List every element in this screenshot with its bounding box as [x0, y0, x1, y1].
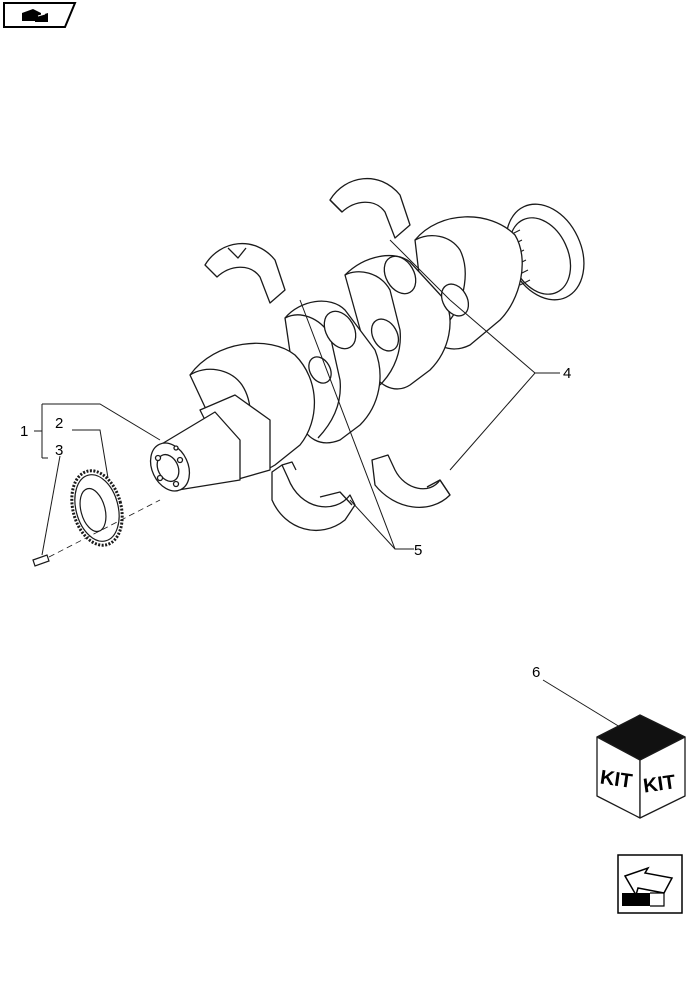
callout-3: 3: [55, 442, 63, 459]
return-button[interactable]: [617, 854, 683, 914]
timing-gear: [70, 469, 124, 547]
kit-label-right: KIT: [642, 771, 677, 797]
callout-2: 2: [55, 415, 63, 432]
header-badge[interactable]: [3, 2, 77, 28]
callout-4: 4: [563, 365, 571, 382]
crankshaft: [149, 203, 585, 492]
book-icon: [22, 9, 48, 22]
dowel-pin: [32, 554, 50, 567]
callout-6: 6: [532, 664, 540, 681]
callout-1: 1: [20, 423, 28, 440]
leader-lines: [34, 239, 621, 728]
callout-labels: 1 2 3 4 5 6: [20, 365, 571, 681]
kit-label-left: KIT: [599, 767, 634, 793]
kit-box: KIT KIT: [596, 714, 686, 819]
upper-bearing-shells: [204, 178, 411, 304]
crankshaft-nose-hole: [156, 453, 180, 483]
return-arrow-icon: [622, 866, 674, 907]
callout-5: 5: [414, 542, 422, 559]
lower-bearing-shells: [271, 454, 451, 532]
centre-line: [48, 499, 161, 558]
